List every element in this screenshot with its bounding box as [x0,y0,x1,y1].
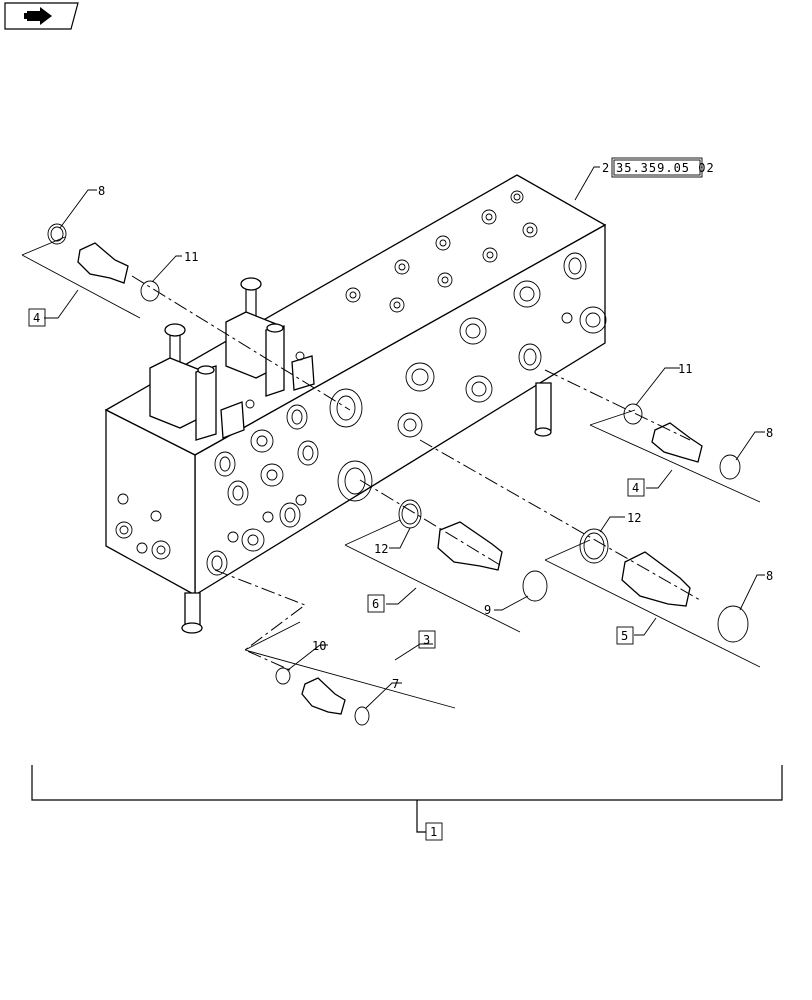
reference-link[interactable]: 35.359.05 02 [611,157,715,178]
valve-block [104,174,607,634]
kit-4-upper [21,223,351,411]
callout-12: 12 [374,542,388,556]
item-box-6: 6 [372,597,379,611]
item-boxes: 4 4 6 5 3 1 [28,308,645,841]
callout-8: 8 [766,426,773,440]
kit-4-right [544,369,761,503]
assembly-bracket [31,765,783,833]
item-box-5: 5 [621,629,628,643]
callout-11: 11 [184,250,198,264]
nav-arrow-button[interactable] [4,2,79,30]
callout-8: 8 [766,569,773,583]
item-box-4: 4 [632,481,639,495]
reference-code: 35.359.05 02 [616,161,715,175]
kit-5 [419,439,761,668]
item-box-4: 4 [33,311,40,325]
callout-9: 9 [484,603,491,617]
kit-6 [344,479,548,633]
item-box-1: 1 [430,825,437,839]
kit-3 [214,569,456,726]
item-box-3: 3 [423,633,430,647]
callouts: 8 11 2 11 8 12 8 12 9 10 7 [98,161,773,691]
callout-2: 2 [602,161,609,175]
arrow-right-icon [24,7,52,25]
callout-12: 12 [627,511,641,525]
callout-7: 7 [392,677,399,691]
callout-10: 10 [312,639,326,653]
callout-11: 11 [678,362,692,376]
callout-8: 8 [98,184,105,198]
leader-lines [44,166,765,709]
